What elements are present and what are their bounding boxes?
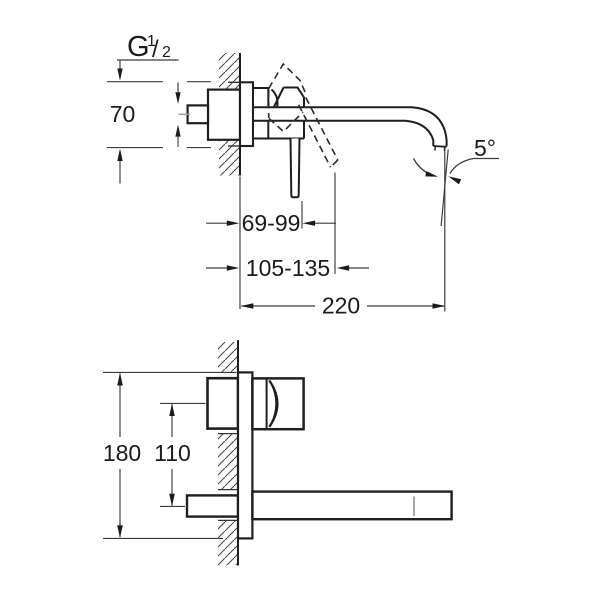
spout-side bbox=[254, 106, 448, 152]
handle-plan bbox=[251, 377, 305, 431]
side-view-dimension-lines bbox=[107, 59, 445, 309]
dim-lever-projection: 69-99 bbox=[242, 210, 301, 236]
dim-spout-offset: 110 bbox=[154, 440, 191, 466]
thread-size-label: G 1 / 2 bbox=[127, 31, 171, 63]
dim-lever-projection-open: 105-135 bbox=[246, 255, 330, 281]
thread-slash: / bbox=[152, 36, 159, 63]
stream-angle-indicator bbox=[412, 148, 499, 312]
thread-sub: 2 bbox=[162, 44, 171, 61]
dim-stream-angle: 5° bbox=[474, 135, 496, 161]
dim-rosette-height: 70 bbox=[110, 101, 136, 127]
wall-hatch-upper bbox=[219, 53, 240, 176]
angle-arrowhead-right bbox=[448, 176, 462, 185]
plan-view: 180 110 bbox=[103, 340, 453, 566]
angle-arrowhead-left bbox=[425, 171, 439, 177]
wall-hatch-lower bbox=[218, 342, 238, 565]
dim-spout-projection: 220 bbox=[322, 293, 360, 319]
concealed-body bbox=[186, 88, 242, 141]
side-view: G 1 / 2 70 69-99 105-135 220 5° bbox=[107, 31, 499, 319]
concealed-valve-plan bbox=[206, 376, 240, 430]
plan-view-arrowheads bbox=[117, 372, 175, 538]
concealed-spout-union-plan bbox=[185, 494, 240, 518]
lever-arm bbox=[289, 138, 301, 199]
thread-sup: 1 bbox=[147, 33, 156, 50]
rosette-plate-plan bbox=[236, 371, 254, 540]
rosette-plate-side bbox=[238, 81, 255, 148]
dim-rosette-length: 180 bbox=[103, 440, 141, 466]
spout-plan bbox=[251, 490, 453, 521]
side-view-arrowheads bbox=[117, 68, 445, 309]
thread-prefix: G bbox=[127, 31, 150, 63]
lever-alt-position-dashed bbox=[267, 62, 339, 168]
